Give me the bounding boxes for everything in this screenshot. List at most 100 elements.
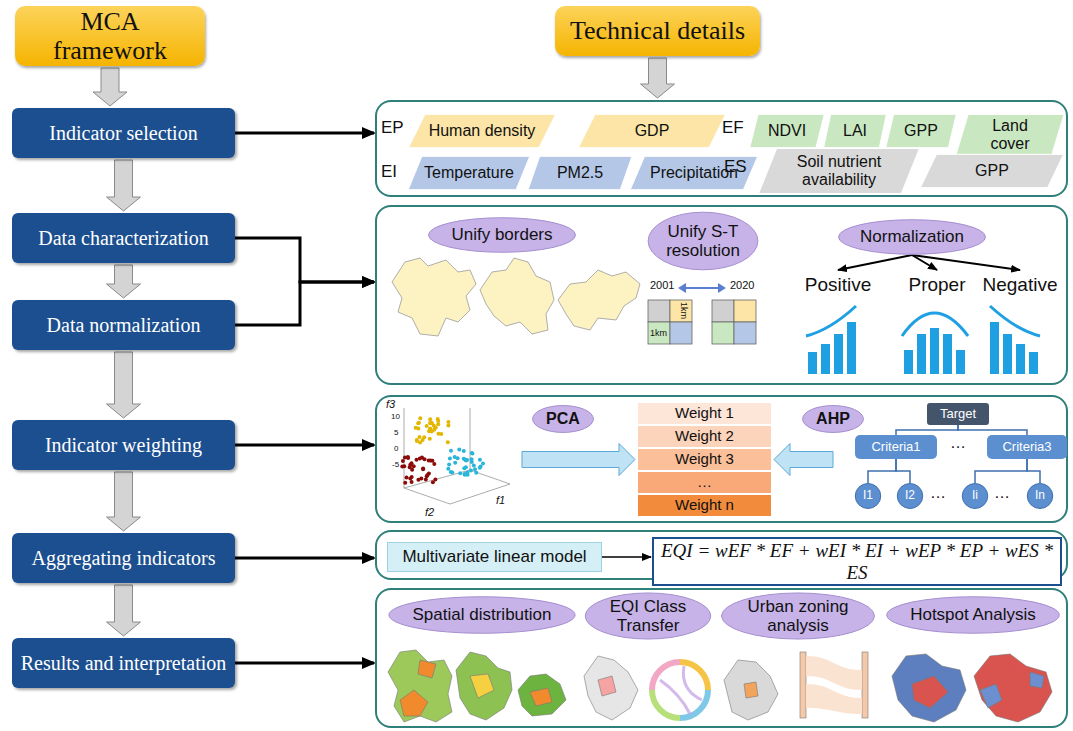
scatter-dot	[449, 449, 453, 453]
axis-label: -5	[392, 460, 399, 469]
node-text: Results and interpretation	[21, 652, 227, 674]
scatter-dot	[465, 458, 469, 462]
scatter-dot	[405, 476, 409, 480]
scatter-dot	[408, 477, 412, 481]
text-area: Ii	[962, 483, 988, 509]
shape-outline	[759, 148, 920, 193]
section-header: Technical details	[555, 6, 760, 56]
text-area: GPP	[885, 114, 957, 148]
node-text: Land cover	[971, 117, 1049, 153]
indicator-tag: GDP	[577, 114, 727, 148]
scatter-dot	[406, 455, 410, 459]
process-box: Data characterization	[12, 213, 235, 263]
process-box: Indicator weighting	[12, 420, 235, 470]
node-text: Indicator weighting	[45, 434, 202, 456]
node-text: I1	[863, 489, 873, 502]
scatter-dot	[458, 471, 462, 475]
text-area: Spatial distribution	[387, 596, 577, 634]
text-area: GDP	[577, 114, 727, 148]
ellipsis-mark: …	[994, 484, 1010, 502]
node-text: Proper	[908, 274, 965, 295]
node-text: GDP	[635, 122, 670, 140]
pca-scatter	[400, 408, 510, 504]
text-area: Criteria1	[855, 435, 937, 459]
indicator-tag: PM2.5	[527, 156, 633, 190]
text-area: EQI = wEF * EF + wEI * EI + wEP * EP + w…	[654, 539, 1060, 584]
text-area: Weight n	[638, 495, 771, 516]
node-text: PCA	[546, 410, 580, 428]
shape-outline	[750, 114, 824, 147]
scatter-dot	[463, 472, 467, 476]
scatter-dot	[423, 457, 427, 461]
arrow-connector	[912, 255, 1020, 270]
process-box: Indicator selection	[12, 108, 235, 158]
node-text: Criteria3	[1002, 440, 1051, 455]
hierarchy-indicator: Ii	[962, 483, 988, 509]
normalization-type: Positive	[795, 271, 881, 299]
node-text: NDVI	[768, 122, 806, 140]
scatter-dot	[478, 458, 482, 462]
shape-outline	[585, 593, 710, 639]
scatter-dot	[406, 456, 410, 460]
scatter-dot	[429, 459, 433, 463]
text-area: I2	[897, 483, 923, 509]
scatter-dot	[421, 467, 425, 471]
scatter-dot	[470, 451, 474, 455]
axis-label: f3	[386, 398, 395, 410]
arrow-connector	[235, 132, 374, 135]
normalization-type: Proper	[899, 271, 975, 299]
shape-outline	[579, 114, 726, 147]
scatter-dot	[463, 473, 467, 477]
shape-outline	[528, 156, 632, 189]
block-arrow	[641, 58, 675, 98]
hierarchy-indicator: I1	[855, 483, 881, 509]
hierarchy-line	[896, 459, 910, 483]
node-text: MCA framework	[25, 7, 195, 65]
category-code: EF	[722, 118, 744, 138]
indicator-tag: Land cover	[955, 114, 1065, 155]
text-area: Indicator weighting	[12, 420, 235, 470]
block-arrow	[93, 68, 127, 106]
text-area: GPP	[919, 154, 1065, 188]
axis-label: 0	[394, 444, 398, 453]
hierarchy-line	[896, 425, 958, 435]
block-arrow	[774, 444, 833, 476]
arrow-connector	[838, 255, 912, 270]
node-text: Weight 3	[675, 451, 734, 468]
indicator-tag: NDVI	[749, 114, 825, 148]
scatter-dot	[447, 463, 451, 467]
hierarchy-indicator: I2	[897, 483, 923, 509]
hierarchy-line	[1027, 459, 1040, 483]
ellipsis-mark: …	[950, 434, 966, 452]
shape-outline	[648, 212, 758, 270]
node-text: In	[1035, 489, 1045, 502]
text-area: Weight 3	[638, 449, 771, 470]
scatter-dot	[402, 464, 406, 468]
scatter-dot	[428, 426, 432, 430]
scatter-dot	[446, 440, 450, 444]
normalization-type: Negative	[977, 271, 1063, 299]
shape-outline	[722, 593, 875, 639]
node-text: AHP	[816, 410, 850, 428]
node-text: Technical details	[570, 16, 745, 45]
scatter-dot	[462, 449, 466, 453]
block-arrow	[107, 352, 141, 418]
node-text: Weight n	[675, 497, 734, 514]
node-text: Data normalization	[47, 314, 201, 336]
indicator-tag: Soil nutrient availability	[757, 148, 921, 194]
scatter-dot	[415, 458, 419, 462]
scatter-dot	[446, 467, 450, 471]
text-area: Hotspot Analysis	[885, 596, 1061, 634]
scatter-dot	[469, 469, 473, 473]
shape-outline	[533, 406, 594, 433]
text-area: Technical details	[555, 6, 760, 56]
node-text: Criteria1	[871, 440, 920, 455]
scatter-dot	[415, 439, 419, 443]
weight-cell: Weight 2	[637, 425, 772, 448]
result-maps	[388, 650, 1052, 722]
category-code: EI	[381, 162, 397, 182]
arrow-connector	[235, 662, 374, 665]
node-text: Weight 2	[675, 428, 734, 445]
scatter-dot	[470, 457, 474, 461]
scatter-dot	[421, 467, 425, 471]
